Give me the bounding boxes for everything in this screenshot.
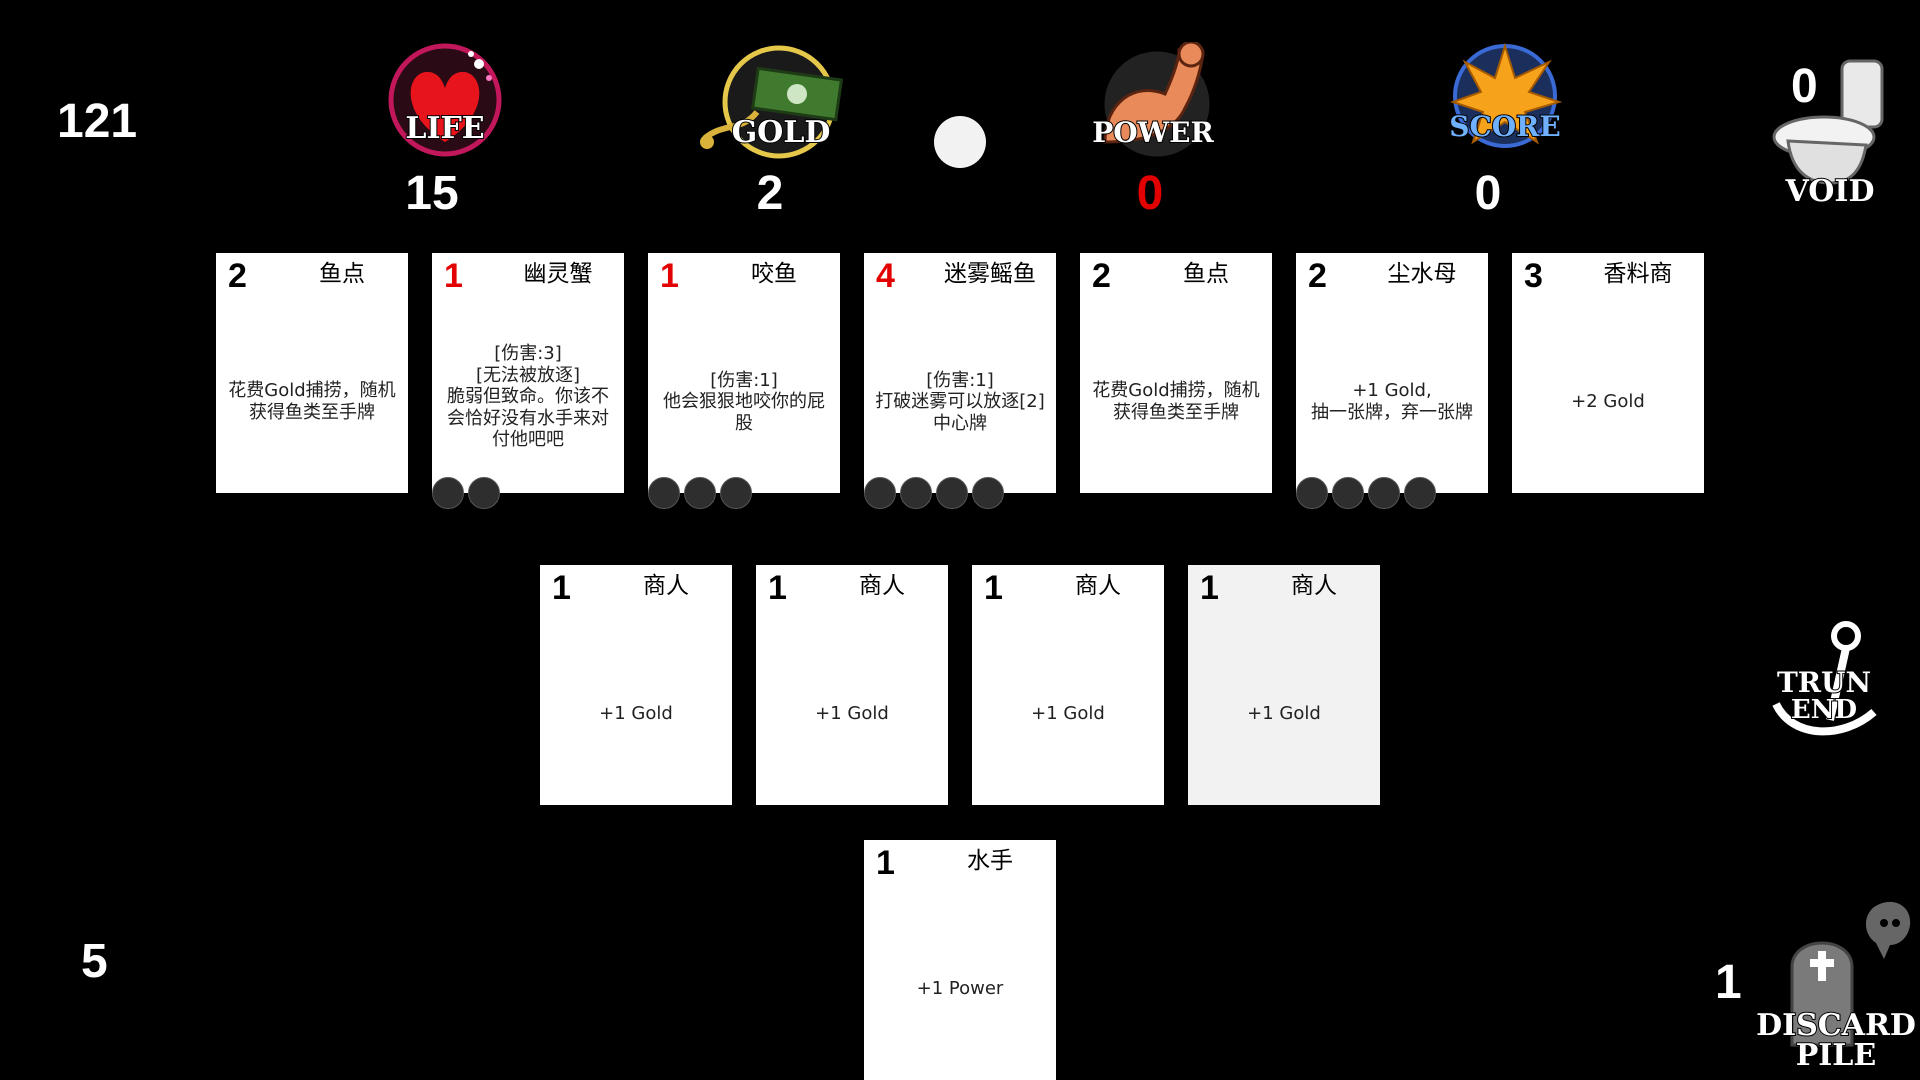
life-stat: LIFE 15 [342, 42, 522, 218]
card-description: 花费Gold捕捞，随机 获得鱼类至手牌 [228, 380, 396, 423]
card-name: 尘水母 [1387, 261, 1457, 287]
life-label: LIFE [405, 111, 484, 146]
card-description: [伤害:3] [无法被放逐] 脆弱但致命。你该不 会恰好没有水手来对 付他吧吧 [447, 343, 609, 451]
played-card[interactable]: 1 商人 +1 Gold [1188, 565, 1380, 805]
hand-card[interactable]: 1 水手 +1 Power [864, 840, 1056, 1080]
turn-end-label-1: TRUN [1777, 666, 1871, 699]
discard-label-2: PILE [1796, 1038, 1877, 1073]
card-name: 商人 [1075, 573, 1121, 599]
card-name: 咬鱼 [751, 261, 797, 287]
gold-stat: GOLD 2 [680, 42, 860, 218]
card-cost: 1 [552, 569, 571, 607]
market-card[interactable]: 3 香料商 +2 Gold [1512, 253, 1704, 493]
damage-token [720, 477, 752, 509]
card-description: +2 Gold [1571, 391, 1645, 413]
card-description: +1 Gold, 抽一张牌，弃一张牌 [1311, 380, 1473, 423]
card-description: +1 Gold [1247, 703, 1321, 725]
damage-tokens [864, 477, 1008, 509]
card-description: 花费Gold捕捞，随机 获得鱼类至手牌 [1092, 380, 1260, 423]
market-card[interactable]: 4 迷雾鳐鱼 [伤害:1] 打破迷雾可以放逐[2] 中心牌 [864, 253, 1056, 509]
card-cost: 1 [876, 844, 895, 882]
card-cost: 1 [444, 257, 463, 295]
damage-token [936, 477, 968, 509]
power-value: 0 [1136, 167, 1164, 220]
played-card[interactable]: 1 商人 +1 Gold [972, 565, 1164, 805]
damage-token [1296, 477, 1328, 509]
card-cost: 2 [228, 257, 247, 295]
card-name: 商人 [1291, 573, 1337, 599]
market-card[interactable]: 2 尘水母 +1 Gold, 抽一张牌，弃一张牌 [1296, 253, 1488, 509]
card-cost: 1 [768, 569, 787, 607]
score-label: SCORE [1449, 110, 1561, 143]
card-cost: 1 [1200, 569, 1219, 607]
damage-token [900, 477, 932, 509]
score-stat: SCORE 0 [1398, 42, 1578, 218]
card-cost: 1 [984, 569, 1003, 607]
damage-tokens [432, 477, 504, 509]
market-card[interactable]: 1 咬鱼 [伤害:1] 他会狠狠地咬你的屁 股 [648, 253, 840, 509]
card-cost: 1 [660, 257, 679, 295]
void-count: 0 [1791, 60, 1818, 113]
damage-token [648, 477, 680, 509]
market-card[interactable]: 2 鱼点 花费Gold捕捞，随机 获得鱼类至手牌 [1080, 253, 1272, 493]
damage-token [1368, 477, 1400, 509]
damage-token [1404, 477, 1436, 509]
damage-token [1332, 477, 1364, 509]
damage-token [468, 477, 500, 509]
discard-label-1: DISCARD [1756, 1008, 1916, 1043]
damage-token [864, 477, 896, 509]
star-burst-icon: SCORE [1448, 42, 1563, 148]
card-cost: 2 [1308, 257, 1327, 295]
power-label: POWER [1092, 116, 1214, 149]
gold-label: GOLD [732, 115, 831, 150]
card-description: [伤害:1] 打破迷雾可以放逐[2] 中心牌 [875, 369, 1045, 434]
hand-size-count: 5 [81, 935, 108, 988]
played-card[interactable]: 1 商人 +1 Gold [756, 565, 948, 805]
money-icon: GOLD [700, 45, 844, 159]
card-name: 幽灵蟹 [523, 261, 593, 287]
discard-pile[interactable]: DISCARD PILE [1752, 895, 1920, 1075]
flexed-arm-icon: POWER [1091, 42, 1215, 160]
end-turn-button[interactable]: TRUN END [1762, 620, 1892, 745]
life-value: 15 [405, 167, 459, 220]
card-cost: 3 [1524, 257, 1543, 295]
damage-token [972, 477, 1004, 509]
card-name: 商人 [859, 573, 905, 599]
gold-value: 2 [756, 167, 784, 220]
damage-tokens [1296, 477, 1440, 509]
toilet-icon: VOID [1772, 59, 1884, 210]
card-cost: 2 [1092, 257, 1111, 295]
deck-count: 121 [57, 95, 138, 148]
card-description: +1 Gold [599, 703, 673, 725]
damage-token [684, 477, 716, 509]
card-name: 商人 [643, 573, 689, 599]
card-description: +1 Power [916, 978, 1004, 1000]
turn-end-label-2: END [1791, 695, 1857, 725]
discard-count: 1 [1715, 956, 1742, 1009]
anchor-icon: TRUN END [1772, 621, 1877, 736]
heart-icon: LIFE [388, 43, 502, 157]
void-pile[interactable]: VOID [1770, 55, 1910, 210]
card-cost: 4 [876, 257, 895, 295]
score-value: 0 [1474, 167, 1502, 220]
gravestone-icon: DISCARD PILE [1755, 901, 1917, 1074]
card-name: 鱼点 [1183, 261, 1229, 287]
market-card[interactable]: 1 幽灵蟹 [伤害:3] [无法被放逐] 脆弱但致命。你该不 会恰好没有水手来对… [432, 253, 624, 509]
damage-tokens [648, 477, 756, 509]
card-description: +1 Gold [1031, 703, 1105, 725]
card-name: 鱼点 [319, 261, 365, 287]
card-description: +1 Gold [815, 703, 889, 725]
card-name: 香料商 [1603, 261, 1673, 287]
turn-indicator-token [934, 116, 986, 168]
void-label: VOID [1785, 174, 1875, 209]
power-stat: POWER 0 [1060, 42, 1240, 218]
card-description: [伤害:1] 他会狠狠地咬你的屁 股 [663, 369, 825, 434]
card-name: 水手 [967, 848, 1013, 874]
market-card[interactable]: 2 鱼点 花费Gold捕捞，随机 获得鱼类至手牌 [216, 253, 408, 493]
damage-token [432, 477, 464, 509]
card-name: 迷雾鳐鱼 [944, 261, 1036, 287]
played-card[interactable]: 1 商人 +1 Gold [540, 565, 732, 805]
